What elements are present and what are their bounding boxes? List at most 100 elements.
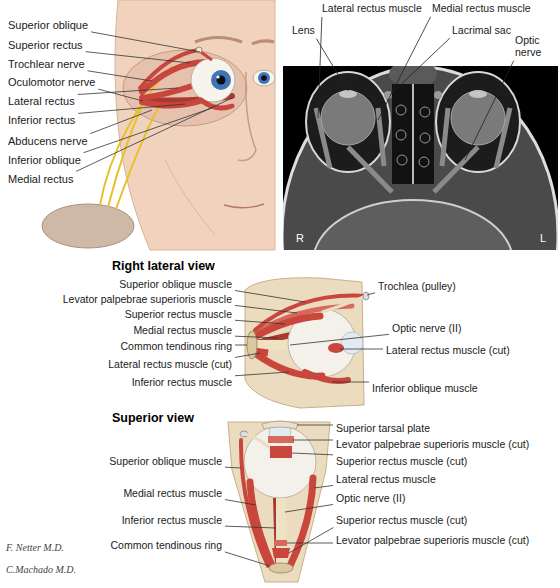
cheek-line (165, 160, 215, 235)
part-label: Superior oblique muscle (119, 278, 232, 290)
part-label: Medial rectus (8, 173, 73, 186)
leader-line (290, 334, 389, 345)
abducens-nerve (116, 96, 165, 209)
nose (238, 72, 256, 161)
nasal-cavity (392, 84, 434, 184)
part-label: Inferior oblique muscle (372, 382, 478, 394)
superior-oblique-tendon (322, 296, 366, 312)
leader-line (235, 320, 285, 324)
eyebrow (252, 41, 274, 44)
leader-line (390, 38, 450, 95)
lens (339, 90, 357, 98)
orbit-fat (306, 72, 390, 172)
septum (412, 84, 414, 184)
medial-rectus (442, 108, 448, 166)
ethmoid-cell (420, 133, 430, 143)
leader-line (235, 353, 260, 357)
part-label: Lateral rectus muscle (336, 473, 436, 485)
brain-cut (42, 204, 134, 248)
view-heading: Superior view (112, 411, 194, 425)
leader-line (235, 345, 247, 346)
globe (321, 91, 375, 145)
leader-line (235, 372, 289, 376)
highlight (216, 75, 219, 78)
side-marker: L (540, 232, 546, 245)
leader-line (367, 293, 375, 295)
part-label: Oculomotor nerve (8, 76, 95, 89)
head-skin (115, 0, 275, 250)
tendinous-ring (269, 563, 293, 573)
leader-line (297, 425, 333, 426)
part-label: Trochlea (pulley) (378, 280, 456, 292)
leader-line (76, 98, 232, 171)
head-soft-tissue (283, 67, 558, 250)
part-label: Levator palpebrae superioris muscle (cut… (336, 438, 529, 450)
pupil (217, 76, 226, 85)
leader-line (225, 526, 276, 528)
leader-line (235, 291, 305, 302)
part-label: Levator palpebrae superioris muscle (cut… (336, 534, 529, 546)
part-label: Superior rectus muscle (125, 308, 232, 320)
part-label: Trochlear nerve (8, 58, 85, 71)
superior-oblique (140, 50, 198, 88)
superior-rectus-stub (270, 446, 292, 458)
leader-line (285, 504, 333, 512)
optic-nerve (434, 147, 478, 192)
leader-line (78, 104, 185, 113)
part-label: Common tendinous ring (121, 340, 232, 352)
part-label: Lateral rectus (8, 95, 75, 108)
ct-image (283, 66, 558, 250)
cornea (341, 332, 363, 354)
lateral-rectus-stub (328, 343, 344, 353)
part-label: Medial rectus muscle (432, 2, 531, 14)
signature: F. Netter M.D. (6, 542, 64, 554)
view-heading: Right lateral view (112, 259, 215, 273)
part-label: Superior rectus (8, 39, 83, 52)
mouth (224, 204, 264, 208)
iris (258, 72, 270, 84)
part-label: Lateral rectus muscle (322, 2, 422, 14)
leader-line (316, 39, 348, 91)
part-label: Superior rectus muscle (cut) (336, 455, 467, 467)
leader-line (287, 543, 333, 544)
iris (211, 70, 231, 90)
ethmoid-cell (397, 155, 407, 165)
part-label: Superior tarsal plate (336, 422, 430, 434)
globe (451, 91, 505, 145)
part-label: Lens (292, 24, 315, 36)
trochlea (363, 292, 369, 300)
side-marker: R (296, 232, 304, 245)
signature: C.Machado M.D. (6, 564, 76, 576)
ethmoid-cell (420, 107, 430, 117)
part-label: Optic nerve (II) (336, 492, 405, 504)
part-label: Superior oblique (8, 19, 88, 32)
leader-line (378, 17, 431, 120)
part-label: Inferior rectus muscle (132, 376, 232, 388)
leader-line (78, 88, 178, 94)
tarsal-plate (262, 421, 298, 429)
optic-nerve (348, 147, 392, 192)
pupil (261, 75, 267, 81)
part-label: Abducens nerve (8, 135, 88, 148)
inferior-oblique (305, 372, 348, 381)
ethmoid-cell (396, 130, 406, 140)
eyeball (191, 58, 235, 102)
trochlear-nerve (100, 66, 172, 205)
leader-line (332, 382, 369, 383)
eyebrow (195, 38, 242, 43)
leader-line (84, 108, 212, 153)
leader-line (235, 305, 297, 313)
orbit-cut (123, 50, 247, 126)
leader-line (235, 336, 278, 338)
leader-line (318, 17, 322, 118)
leader-line (292, 453, 333, 455)
part-label: Inferior rectus muscle (122, 514, 222, 526)
levator-stub (268, 436, 294, 443)
lacrimal-sac (434, 91, 442, 99)
lens (469, 90, 487, 98)
part-label: Optic nerve (II) (392, 322, 461, 334)
leader-line (225, 552, 270, 566)
leader-line (340, 349, 383, 350)
medial-rectus (378, 108, 384, 166)
